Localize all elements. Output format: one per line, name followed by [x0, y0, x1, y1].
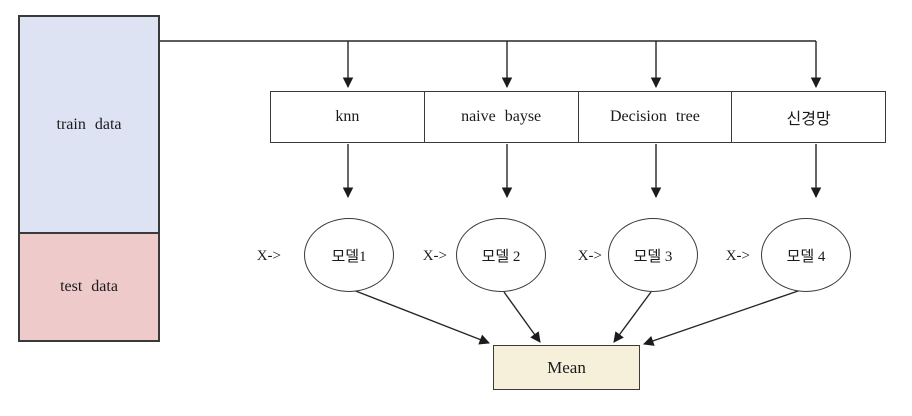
- arrow-model2-to-mean: [503, 291, 541, 343]
- model-label: 모델1: [331, 248, 367, 265]
- test-data-box: test data: [20, 232, 158, 340]
- classifier-box-decision-tree: Decision tree: [577, 92, 732, 142]
- classifier-label: 신경망: [786, 111, 831, 128]
- classifier-box-naive-bayse: naive bayse: [423, 92, 578, 142]
- mean-label: Mean: [547, 357, 586, 377]
- model-circle-2: 모델 2: [456, 218, 546, 292]
- model1-input-label: X->: [256, 248, 281, 264]
- test-data-label: test data: [60, 278, 118, 295]
- classifier-row: knn naive bayse Decision tree 신경망: [270, 91, 886, 143]
- classifier-box-knn: knn: [271, 92, 424, 142]
- model-label: 모델 2: [481, 248, 521, 265]
- model-circle-3: 모델 3: [608, 218, 698, 292]
- data-split-box: train data test data: [18, 15, 160, 342]
- arrow-model3-to-mean: [613, 291, 652, 343]
- arrow-model4-to-mean: [643, 289, 802, 346]
- classifier-label: naive bayse: [461, 108, 542, 125]
- arrow-model1-to-mean: [352, 289, 490, 345]
- model3-input-label: X->: [577, 248, 602, 264]
- model-label: 모델 4: [786, 248, 826, 265]
- train-data-box: train data: [20, 17, 158, 232]
- model4-input-label: X->: [725, 248, 750, 264]
- mean-box: Mean: [493, 345, 640, 390]
- model-circle-1: 모델1: [304, 218, 394, 292]
- model-label: 모델 3: [633, 248, 673, 265]
- classifier-box-neural-net: 신경망: [731, 92, 885, 142]
- classifier-label: knn: [335, 108, 360, 125]
- model-circle-4: 모델 4: [761, 218, 851, 292]
- train-data-label: train data: [56, 115, 122, 133]
- classifier-label: Decision tree: [609, 108, 700, 125]
- model2-input-label: X->: [422, 248, 447, 264]
